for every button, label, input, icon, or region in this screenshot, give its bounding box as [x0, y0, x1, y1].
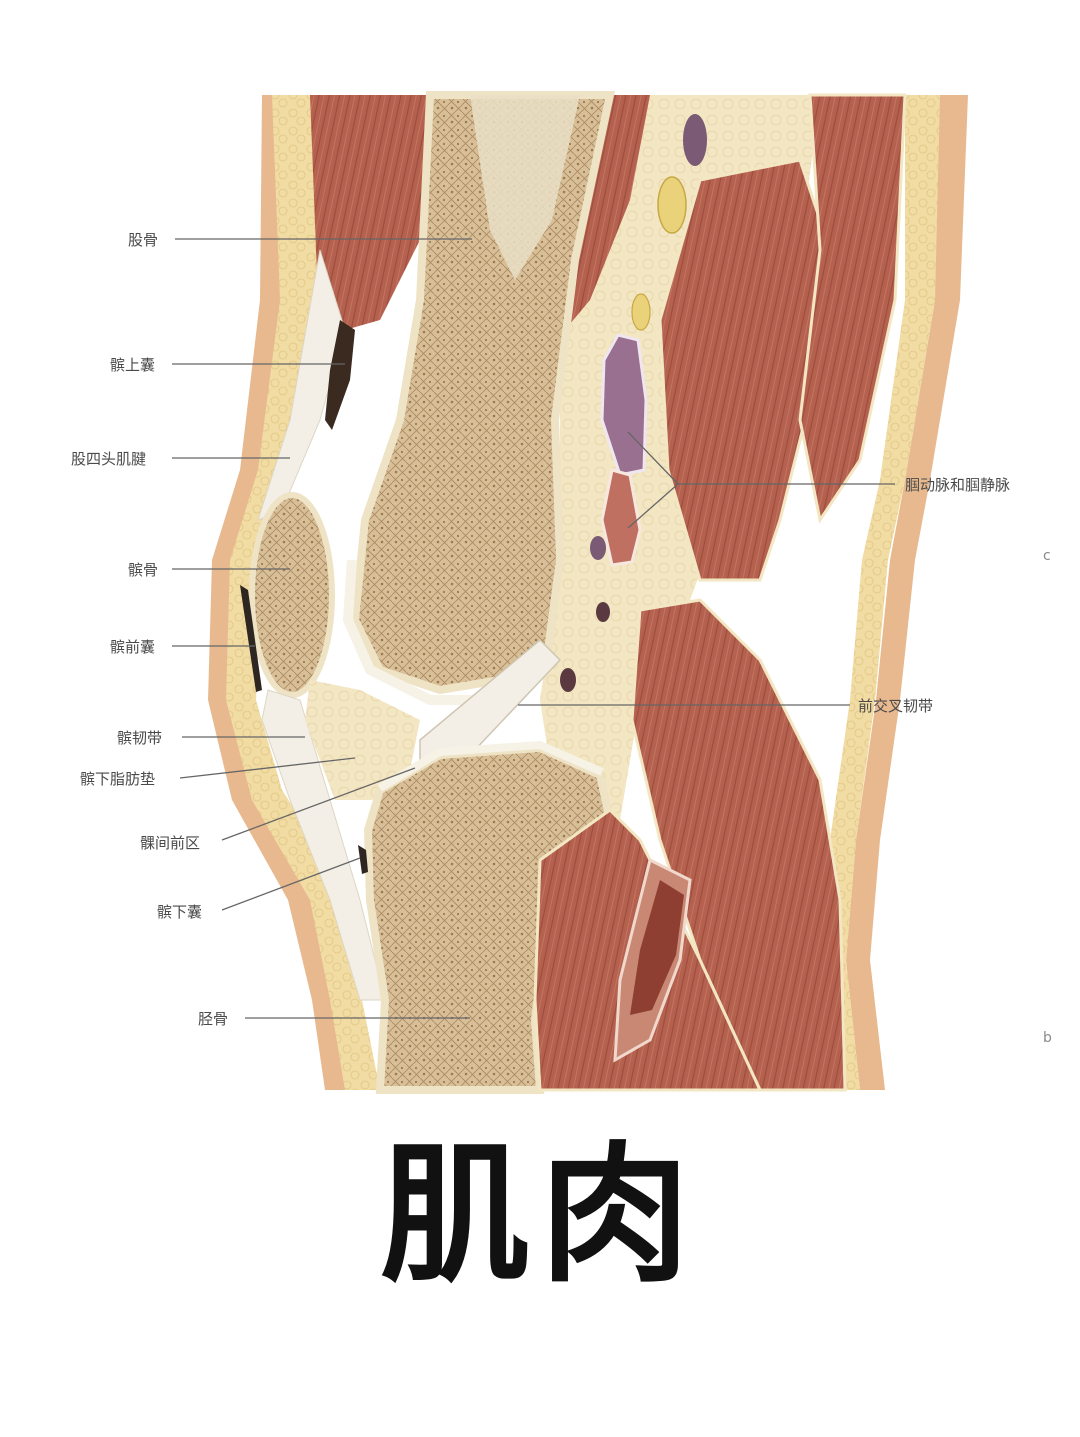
popliteal-artery	[600, 468, 642, 567]
label-patellar-ligament: 髌韧带	[117, 729, 163, 747]
semimembranosus-muscle	[798, 93, 907, 524]
label-prepatellar-bursa: 髌前囊	[110, 638, 156, 656]
knee-sagittal-section-figure: 股骨 髌上囊 股四头肌腱 髌骨 髌前囊 髌韧带 髌下脂肪垫 髁间前区 髌下囊 胫…	[71, 91, 1052, 1094]
anatomy-illustration	[172, 91, 968, 1094]
label-infrapatellar-fat-pad: 髌下脂肪垫	[80, 770, 156, 788]
infrapatellar-bursa	[358, 845, 368, 874]
label-femur: 股骨	[128, 231, 159, 249]
leader-lines	[172, 238, 895, 1019]
femur-medullary-cavity	[470, 95, 580, 280]
leader-popliteal-vessels-artery	[627, 483, 679, 529]
label-quadriceps-tendon: 股四头肌腱	[71, 450, 147, 468]
leader-infrapatellar-bursa	[221, 857, 361, 911]
calf-vessel-lumen	[630, 880, 684, 1015]
small-vessel-knee-3	[590, 536, 606, 560]
label-suprapatellar-bursa: 髌上囊	[110, 356, 156, 374]
prepatellar-bursa	[240, 585, 262, 692]
leader-intercondylar-area	[221, 767, 416, 841]
posterior-skin	[846, 95, 968, 1090]
infrapatellar-fat-pad	[305, 680, 420, 800]
label-acl: 前交叉韧带	[858, 697, 934, 715]
leader-infrapatellar-fat-pad	[179, 757, 356, 779]
label-popliteal-vessels: 腘动脉和腘静脉	[905, 476, 1011, 494]
page-title: 肌肉	[379, 1127, 700, 1303]
label-tibia: 胫骨	[198, 1010, 229, 1028]
panel-letter-c: c	[1043, 548, 1051, 564]
small-vessel-knee-2	[596, 602, 610, 622]
gastrocnemius-muscle	[630, 598, 847, 1092]
small-nerve	[631, 293, 651, 331]
label-patella: 髌骨	[128, 561, 159, 579]
suprapatellar-bursa	[325, 320, 355, 430]
leader-popliteal-vessels-vein	[627, 431, 679, 485]
patellar-ligament	[261, 689, 386, 1001]
patella-bone	[249, 492, 335, 698]
small-vein-upper	[683, 114, 707, 166]
panel-letter-b: b	[1043, 1030, 1052, 1046]
small-vessel-knee-1	[560, 668, 576, 692]
hamstring-muscle	[658, 158, 832, 582]
femur-bone	[350, 91, 615, 695]
posterior-fat	[820, 95, 940, 1090]
label-infrapatellar-bursa: 髌下囊	[157, 903, 203, 921]
sciatic-nerve	[657, 176, 687, 234]
label-intercondylar-area: 髁间前区	[140, 834, 201, 852]
